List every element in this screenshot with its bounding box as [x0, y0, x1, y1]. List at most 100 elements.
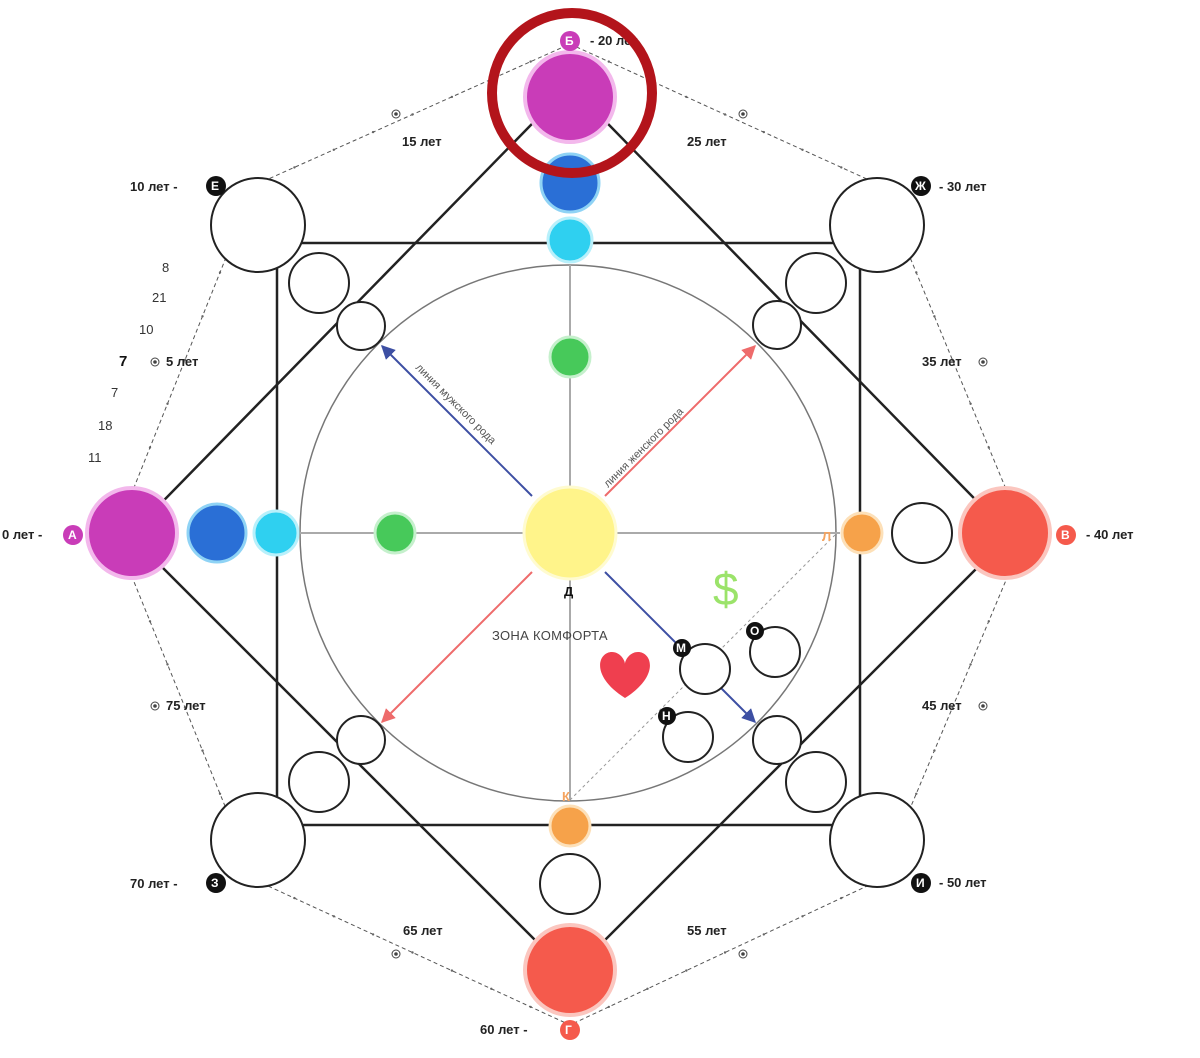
female-line-arrow-lower: [381, 571, 533, 723]
badge-b-letter: Б: [565, 34, 574, 48]
scale-dot: [371, 130, 375, 134]
scale-dot: [969, 402, 972, 405]
bottom-orange-circle[interactable]: [548, 804, 592, 848]
center-circle[interactable]: [522, 485, 618, 581]
top-blue-circle[interactable]: [539, 152, 601, 214]
right-white-circle[interactable]: [891, 502, 953, 564]
scale-dot: [969, 663, 972, 666]
scale-dot: [801, 148, 804, 151]
badge-e-letter: Е: [211, 179, 219, 193]
left-tick-3: 10: [139, 322, 153, 337]
age-45: 45 лет: [922, 698, 962, 713]
left-tick-4: 7: [119, 353, 127, 370]
scale-dot: [762, 130, 765, 134]
left-tick-7: 11: [88, 450, 102, 465]
scale-dot: [529, 1005, 532, 1009]
scale-dot: [933, 749, 936, 752]
point-k-letter: К: [562, 789, 570, 804]
scale-dot: [218, 271, 222, 274]
corner-circles: [210, 177, 925, 888]
badge-z: [206, 873, 226, 893]
corner-i-medium[interactable]: [785, 751, 847, 813]
scale-dot: [723, 951, 727, 954]
scale-dot: [646, 987, 649, 990]
scale-dot: [915, 271, 918, 274]
top-cyan-circle[interactable]: [546, 216, 594, 264]
corner-zh-medium[interactable]: [785, 252, 847, 314]
corner-i-large[interactable]: [829, 792, 925, 888]
scale-dot: [166, 663, 169, 666]
point-v-circle[interactable]: [958, 486, 1052, 580]
corner-e-medium[interactable]: [288, 252, 350, 314]
scale-dot: [915, 792, 918, 795]
badge-i-letter: И: [916, 876, 925, 890]
corner-e-small[interactable]: [336, 301, 386, 351]
scale-dot: [148, 620, 152, 623]
age-z: 70 лет -: [130, 876, 178, 891]
corner-i-small[interactable]: [752, 715, 802, 765]
age-a: 0 лет -: [2, 527, 42, 542]
scale-dot: [685, 95, 688, 99]
female-line-label: линия женского рода: [602, 405, 687, 490]
corner-z-large[interactable]: [210, 792, 306, 888]
point-a-circle[interactable]: [85, 486, 179, 580]
left-tick-6: 18: [98, 418, 112, 433]
corner-e-large[interactable]: [210, 177, 306, 273]
point-m-circle[interactable]: [679, 643, 731, 695]
age-markers: [150, 109, 988, 959]
age-g: 60 лет -: [480, 1022, 528, 1037]
badge-n-letter: Н: [662, 709, 671, 723]
badge-v-letter: В: [1061, 528, 1070, 542]
age-35: 35 лет: [922, 354, 962, 369]
dollar-icon: $: [713, 563, 739, 615]
badge-v: [1056, 525, 1076, 545]
left-cyan-circle[interactable]: [252, 509, 300, 557]
left-tick-1: 8: [162, 260, 169, 275]
point-d-letter: Д: [564, 584, 574, 599]
scale-dot: [183, 706, 187, 709]
age-e: 10 лет -: [130, 179, 178, 194]
badge-i: [911, 873, 931, 893]
age-zh: - 30 лет: [939, 179, 987, 194]
corner-zh-large[interactable]: [829, 177, 925, 273]
scale-dot: [411, 951, 414, 954]
scale-dot: [411, 113, 414, 116]
bottom-white-circle[interactable]: [539, 853, 601, 915]
age-75: 75 лет: [166, 698, 206, 713]
badge-zh: [911, 176, 931, 196]
heart-icon: [600, 652, 650, 698]
scale-dot: [987, 446, 990, 449]
point-n-circle[interactable]: [662, 711, 714, 763]
corner-z-small[interactable]: [336, 715, 386, 765]
scale-dot: [148, 446, 152, 449]
corner-zh-small[interactable]: [752, 300, 802, 350]
left-green-circle[interactable]: [373, 511, 417, 555]
badge-b: [560, 31, 580, 51]
male-line-arrow: [381, 345, 533, 497]
badge-m-letter: М: [676, 641, 686, 655]
scale-dot: [183, 358, 187, 362]
scale-dot: [607, 60, 610, 63]
scale-dot: [332, 148, 335, 151]
scale-dot: [201, 749, 204, 752]
point-b-circle[interactable]: [523, 50, 617, 144]
scale-dot: [762, 933, 765, 936]
scale-dot: [951, 706, 954, 709]
badge-zh-letter: Ж: [914, 179, 926, 193]
point-l-letter: Л: [822, 529, 831, 544]
age-v: - 40 лет: [1086, 527, 1134, 542]
point-g-circle[interactable]: [523, 923, 617, 1017]
scale-dot: [685, 969, 688, 972]
corner-z-medium[interactable]: [288, 751, 350, 813]
badge-g: [560, 1020, 580, 1040]
point-o-circle[interactable]: [749, 626, 801, 678]
scale-dot: [987, 620, 990, 623]
badge-a-letter: А: [68, 528, 77, 542]
right-orange-circle[interactable]: [840, 511, 884, 555]
scale-dot: [450, 969, 454, 972]
scale-dot: [840, 896, 843, 900]
age-25: 25 лет: [687, 134, 727, 149]
top-green-circle[interactable]: [548, 335, 592, 379]
left-blue-circle[interactable]: [186, 502, 248, 564]
